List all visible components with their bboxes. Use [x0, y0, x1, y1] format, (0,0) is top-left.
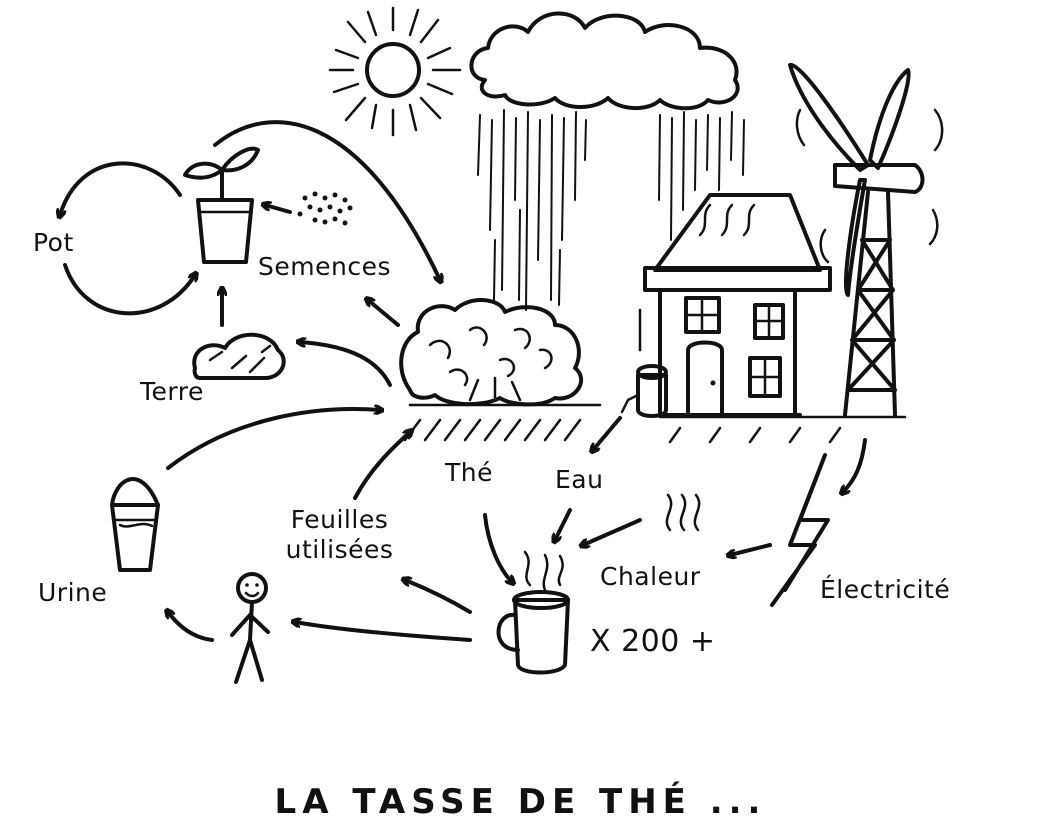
arrow-bush-to-semences	[368, 300, 400, 327]
bucket-icon	[110, 477, 160, 572]
arrow-butt-to-eau	[593, 416, 622, 450]
water-butt-icon	[620, 308, 668, 418]
lightning-icon	[770, 453, 830, 607]
arrow-leaves-to-ground	[353, 432, 410, 500]
arrow-mug-to-leaves	[405, 580, 472, 614]
arrow-bush-to-soil	[300, 342, 392, 387]
flow-arrows	[60, 120, 867, 642]
cloud-icon	[469, 11, 740, 111]
label-pot: Pot	[33, 228, 74, 257]
soil-icon	[192, 332, 286, 380]
tea-bush-icon	[399, 298, 583, 407]
arrow-mug-to-person	[295, 622, 472, 642]
label-electricite: Électricité	[820, 575, 951, 604]
arrow-heat-to-mug	[583, 518, 642, 545]
arrow-eau-to-mug	[555, 508, 572, 540]
arrow-seeds-to-pot	[265, 205, 292, 214]
diagram-title: LA TASSE DE THÉ ...	[274, 782, 767, 822]
sun-icon	[328, 6, 462, 137]
arrow-person-to-urine	[168, 612, 214, 642]
house-icon	[643, 193, 832, 417]
label-the: Thé	[445, 458, 493, 487]
stick-figure-icon	[230, 572, 270, 684]
tea-mug-icon	[496, 550, 570, 675]
rain-icon	[477, 109, 745, 311]
label-urine: Urine	[38, 578, 108, 607]
label-eau: Eau	[555, 465, 604, 494]
heat-waves-icon	[665, 493, 701, 532]
label-chaleur: Chaleur	[600, 562, 701, 591]
label-semences: Semences	[258, 252, 391, 281]
label-multiplier: X 200 +	[590, 624, 716, 659]
arrow-the-to-mug	[483, 513, 512, 582]
arrow-turbine-down	[843, 438, 867, 492]
arrow-seedling-to-bush	[213, 120, 440, 280]
arrow-urine-to-ground	[166, 409, 380, 470]
seedling-pot-icon	[183, 146, 260, 264]
arrow-pot-cycle-top	[60, 161, 182, 215]
tea-lifecycle-diagram	[0, 6, 944, 684]
ground-line	[403, 403, 907, 444]
arrow-pot-cycle-bottom	[63, 263, 195, 316]
wind-turbine-icon	[788, 63, 944, 417]
arrow-electricity-to-heat	[730, 543, 772, 555]
label-feuilles-utilisees: Feuilles utilisées	[285, 505, 394, 564]
label-terre: Terre	[140, 377, 204, 406]
seeds-icon	[297, 191, 353, 226]
